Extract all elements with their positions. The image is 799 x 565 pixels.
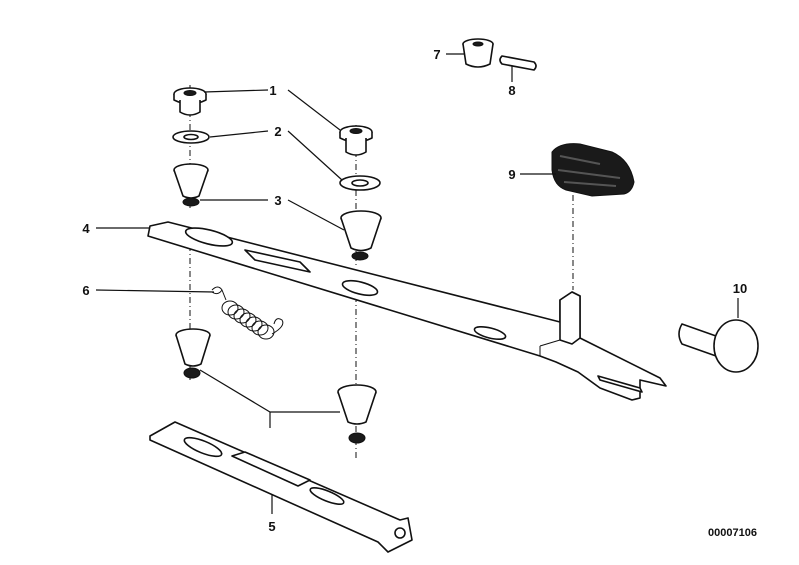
grommet-right — [339, 125, 373, 156]
grommet-left — [173, 87, 207, 116]
grip-knob — [551, 143, 635, 197]
callout-5: 5 — [268, 519, 275, 534]
tension-spring — [211, 286, 284, 340]
washer-left — [172, 130, 210, 144]
buffer-lower-right — [337, 384, 377, 444]
buffer-upper-right — [340, 210, 382, 261]
callout-8: 8 — [508, 83, 515, 98]
callout-4: 4 — [82, 221, 90, 236]
leader-lines — [95, 53, 739, 514]
callout-7: 7 — [433, 47, 440, 62]
callout-2: 2 — [274, 124, 281, 139]
center-lines — [189, 85, 574, 460]
lower-bracket — [149, 421, 413, 553]
callout-3: 3 — [274, 193, 281, 208]
buffer-lower-left — [175, 328, 211, 379]
washer-right — [339, 175, 381, 191]
sleeve — [462, 38, 494, 68]
callout-1: 1 — [269, 83, 276, 98]
callout-labels: 1 2 3 4 5 6 7 8 9 10 — [82, 47, 747, 534]
buffer-upper-left — [173, 163, 209, 207]
pin — [499, 55, 537, 71]
main-bracket — [147, 221, 667, 401]
callout-10: 10 — [733, 281, 747, 296]
reference-number: 00007106 — [708, 527, 757, 539]
callout-9: 9 — [508, 167, 515, 182]
rivet-plug — [678, 319, 759, 373]
callout-6: 6 — [82, 283, 89, 298]
